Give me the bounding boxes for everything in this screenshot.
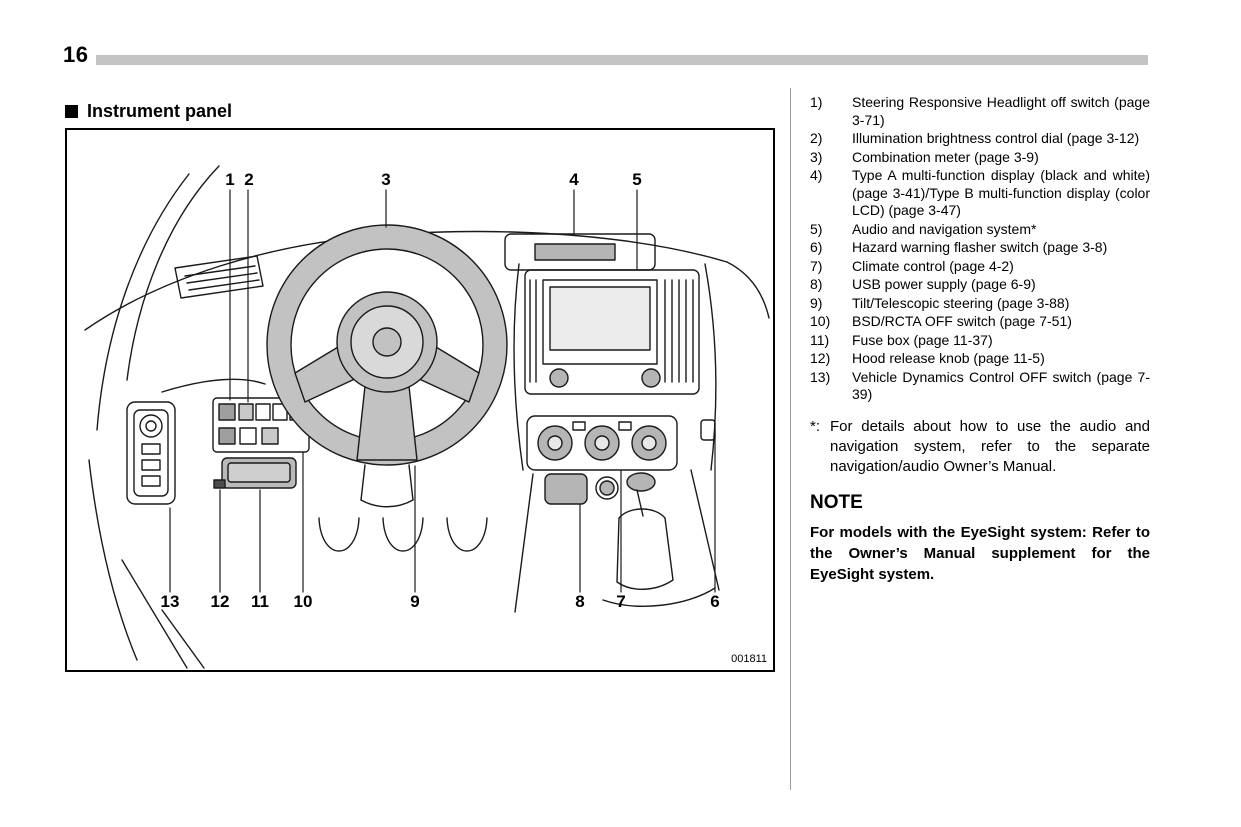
multi-function-display (504, 233, 656, 271)
legend-item-number: 7) (810, 257, 823, 274)
callout-5: 5 (632, 170, 641, 189)
legend-item: 2) Illumination brightness control dial … (810, 130, 1150, 148)
callout-13: 13 (161, 592, 180, 611)
hood-release-knob (213, 479, 226, 489)
callout-3: 3 (381, 170, 390, 189)
callout-12: 12 (211, 592, 230, 611)
note-title: NOTE (810, 491, 863, 513)
legend-item-number: 13) (810, 368, 831, 385)
legend-item: 12) Hood release knob (page 11-5) (810, 350, 1150, 368)
legend-item-text: Combination meter (page 3-9) (852, 148, 1039, 165)
callout-2: 2 (244, 170, 253, 189)
section-heading: Instrument panel (65, 101, 232, 122)
legend-item: 4) Type A multi-function display (black … (810, 167, 1150, 220)
legend-item-number: 5) (810, 220, 823, 237)
section-square-icon (65, 105, 78, 118)
legend-column: 1) Steering Responsive Headlight off swi… (810, 94, 1150, 585)
dashboard-outline (84, 165, 770, 669)
instrument-panel-diagram: 1 2 3 4 5 13 12 11 10 9 8 7 6 001811 (84, 165, 770, 669)
steering-column (360, 464, 414, 508)
legend-item-text: Audio and navigation system* (852, 220, 1037, 237)
callout-4: 4 (569, 170, 579, 189)
legend-item-text: Fuse box (page 11-37) (852, 331, 993, 348)
legend-item: 7) Climate control (page 4-2) (810, 258, 1150, 276)
knee-panel (318, 517, 488, 552)
section-title: Instrument panel (87, 101, 233, 121)
gear-shifter (616, 472, 674, 590)
callout-7: 7 (616, 592, 625, 611)
callout-9: 9 (410, 592, 419, 611)
legend-item-number: 3) (810, 148, 823, 165)
legend-item-number: 1) (810, 94, 823, 110)
hazard-switch (700, 419, 716, 441)
legend-item-text: USB power supply (page 6-9) (852, 276, 1036, 292)
usb-power-supply (544, 473, 619, 505)
instrument-panel-figure: 1 2 3 4 5 13 12 11 10 9 8 7 6 001811 (65, 128, 775, 672)
legend-item-text: Tilt/Telescopic steering (page 3-88) (852, 294, 1070, 311)
legend-item-text: Hazard warning flasher switch (page 3-8) (852, 239, 1108, 255)
callout-labels: 1 2 3 4 5 13 12 11 10 9 8 7 6 (161, 170, 720, 611)
callout-8: 8 (575, 592, 584, 611)
legend-item-number: 6) (810, 239, 823, 255)
legend-item: 1) Steering Responsive Headlight off swi… (810, 94, 1150, 129)
legend-item-text: Vehicle Dynamics Control OFF switch (pag… (852, 368, 1150, 403)
callout-6: 6 (710, 592, 719, 611)
legend-item-text: Steering Responsive Headlight off switch… (852, 94, 1150, 128)
legend-item: 6) Hazard warning flasher switch (page 3… (810, 239, 1150, 257)
legend-item-number: 2) (810, 130, 823, 146)
footnote: *: For details about how to use the audi… (810, 417, 1150, 477)
callout-11: 11 (251, 592, 269, 611)
legend-item: 5) Audio and navigation system* (810, 221, 1150, 239)
footnote-text: For details about how to use the audio a… (830, 417, 1150, 475)
legend-item-text: Type A multi-function display (black and… (852, 167, 1150, 218)
legend-item-number: 4) (810, 167, 823, 183)
figure-code: 001811 (731, 653, 767, 665)
legend-item-text: Illumination brightness control dial (pa… (852, 130, 1140, 146)
climate-control-panel (526, 415, 678, 471)
legend-item-number: 8) (810, 276, 823, 292)
steering-wheel (266, 224, 508, 466)
legend-item: 8) USB power supply (page 6-9) (810, 276, 1150, 294)
legend-item: 9) Tilt/Telescopic steering (page 3-88) (810, 295, 1150, 313)
callout-10: 10 (294, 592, 313, 611)
column-divider (790, 88, 791, 790)
legend-item: 11) Fuse box (page 11-37) (810, 332, 1150, 350)
note-text: For models with the EyeSight system: Ref… (810, 523, 1150, 583)
legend-item-number: 12) (810, 350, 831, 366)
legend-item: 3) Combination meter (page 3-9) (810, 149, 1150, 167)
legend-item-text: Hood release knob (page 11-5) (852, 350, 1045, 366)
legend-item-text: BSD/RCTA OFF switch (page 7-51) (852, 313, 1072, 329)
legend-item: 10) BSD/RCTA OFF switch (page 7-51) (810, 313, 1150, 331)
page-number: 16 (63, 42, 89, 67)
legend-item-number: 9) (810, 294, 823, 311)
storage-tray (221, 457, 297, 489)
navigation-display (524, 269, 700, 395)
header-rule (96, 55, 1148, 65)
callout-1: 1 (225, 170, 234, 189)
legend-item: 13) Vehicle Dynamics Control OFF switch … (810, 369, 1150, 404)
legend-item-text: Climate control (page 4-2) (852, 257, 1014, 274)
legend-item-number: 11) (810, 331, 830, 348)
footnote-marker: *: (810, 417, 821, 435)
window-switch-panel (126, 401, 176, 505)
legend-item-number: 10) (810, 313, 831, 329)
callout-leader-lines (169, 189, 716, 593)
